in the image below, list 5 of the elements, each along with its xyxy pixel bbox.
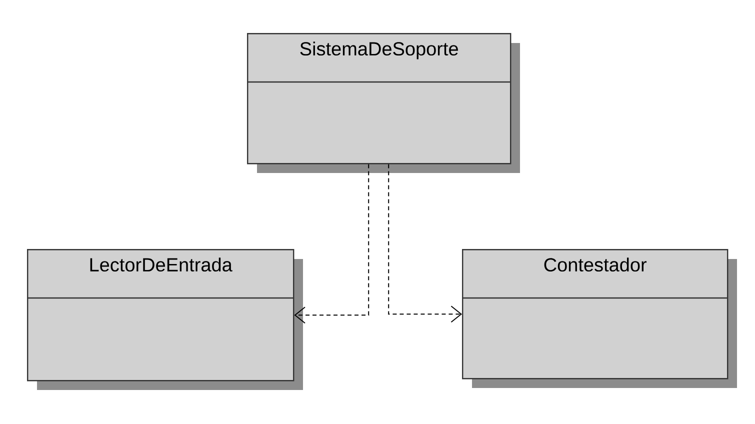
dependency-arrow [294, 164, 370, 324]
dependency-arrow [388, 164, 462, 323]
class-box: Contestador [462, 249, 728, 380]
class-box: SistemaDeSoporte [247, 33, 512, 164]
class-box: LectorDeEntrada [27, 249, 294, 382]
